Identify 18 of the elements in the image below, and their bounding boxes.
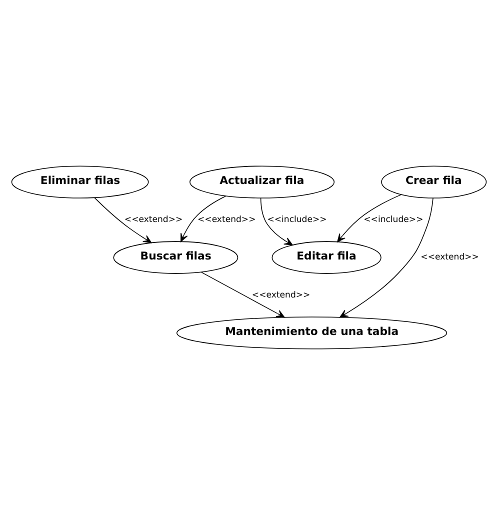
- edge-label: <<extend>>: [124, 214, 183, 225]
- node-ellipse: Eliminar filas: [11, 166, 149, 198]
- edge-label: <<include>>: [267, 214, 327, 225]
- arrow: [94, 197, 152, 244]
- edge-label: <<extend>>: [252, 290, 310, 300]
- arrow: [340, 198, 434, 318]
- node-ellipse: Actualizar fila: [190, 166, 335, 198]
- node-ellipse: Buscar filas: [113, 241, 238, 274]
- node-ellipse: Crear fila: [381, 166, 487, 198]
- arrow: [180, 196, 226, 242]
- arrow: [260, 198, 293, 246]
- arrow: [337, 194, 402, 242]
- edge-label: <<extend>>: [420, 252, 479, 263]
- node-ellipse: Editar fila: [272, 241, 382, 274]
- arrow: [200, 272, 285, 318]
- edge-label: <<include>>: [364, 214, 424, 225]
- edge-label: <<extend>>: [198, 214, 256, 225]
- node-ellipse: Mantenimiento de una tabla: [176, 316, 448, 350]
